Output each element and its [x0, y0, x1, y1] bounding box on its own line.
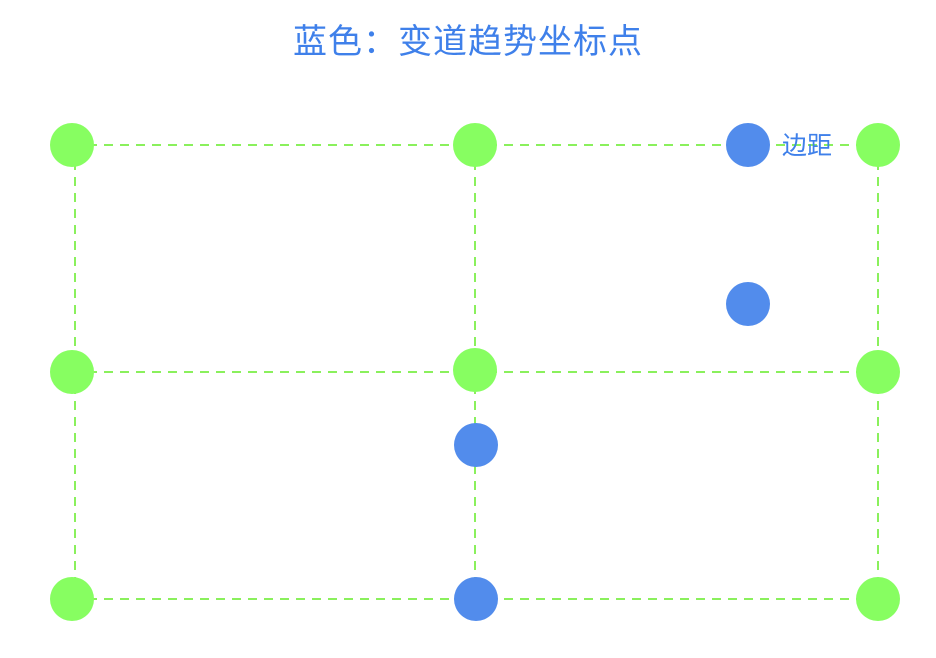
blue-point	[726, 282, 770, 326]
green-point	[50, 350, 94, 394]
green-point	[856, 123, 900, 167]
green-point	[856, 350, 900, 394]
diagram-title: 蓝色：变道趋势坐标点	[293, 22, 643, 62]
blue-point	[726, 123, 770, 167]
green-point	[453, 123, 497, 167]
blue-points	[454, 123, 770, 621]
green-point	[50, 123, 94, 167]
blue-point	[454, 577, 498, 621]
green-point	[453, 348, 497, 392]
green-points	[50, 123, 900, 621]
green-point	[856, 577, 900, 621]
blue-point	[454, 423, 498, 467]
green-point	[50, 577, 94, 621]
margin-label: 边距	[782, 131, 832, 160]
